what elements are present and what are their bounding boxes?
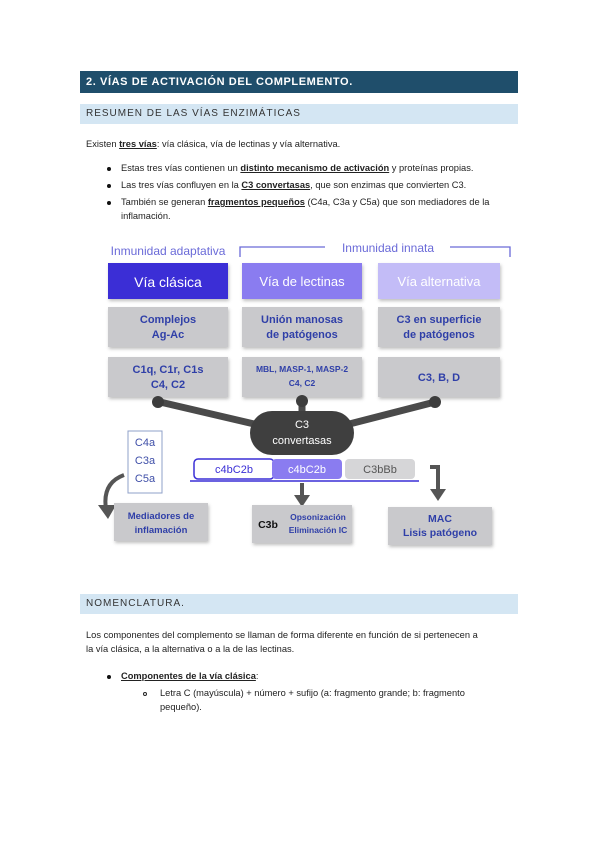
bullet-bold: C3 convertasas: [241, 180, 311, 190]
bullet-text: y proteínas propias.: [389, 163, 474, 173]
nomenclature-sub-bullet: Letra C (mayúscula) + número + sufijo (a…: [160, 686, 520, 714]
classic-trigger-box: [108, 307, 228, 347]
intro-post: : vía clásica, vía de lectinas y vía alt…: [156, 139, 341, 149]
mac-line1: MAC: [428, 513, 452, 525]
intro-bold: tres vías: [119, 139, 157, 149]
alternative-pathway-title: Vía alternativa: [397, 274, 481, 289]
paragraph-line: Los componentes del complemento se llama…: [86, 630, 478, 640]
paragraph-line: la vía clásica, a la alternativa o a la …: [86, 644, 295, 654]
alternative-trigger-line2: de patógenos: [403, 329, 475, 341]
c3b-box: [252, 505, 352, 543]
classic-proteins-box: [108, 357, 228, 397]
fragment-c4a: C4a: [135, 437, 156, 449]
adaptive-immunity-label: Inmunidad adaptativa: [111, 244, 226, 258]
lectin-trigger-line2: de patógenos: [266, 329, 338, 341]
lectin-pathway-title: Vía de lectinas: [259, 274, 345, 289]
sub-bullet-text: Letra C (mayúscula) + número + sufijo (a…: [160, 688, 465, 698]
convertase-lectin-label: c4bC2b: [288, 464, 326, 476]
mediators-line1: Mediadores de: [128, 511, 195, 522]
summary-bullet-2: Las tres vías confluyen en la C3 convert…: [121, 178, 466, 192]
nomenclature-heading: NOMENCLATURA.: [80, 594, 518, 614]
c3-convertases-node: [250, 411, 354, 455]
lectin-trigger-line1: Unión manosas: [261, 314, 343, 326]
innate-immunity-label: Inmunidad innata: [342, 241, 434, 255]
alternative-trigger-line1: C3 en superficie: [397, 314, 482, 326]
innate-bracket: [239, 246, 511, 257]
mediators-line2: inflamación: [135, 525, 188, 536]
classic-pathway-box: [108, 263, 228, 299]
classic-trigger-line2: Ag-Ac: [152, 329, 184, 341]
mediators-box: [114, 503, 208, 541]
bullet-dot: [107, 184, 111, 188]
bullet-bold: Componentes de la vía clásica: [121, 671, 256, 681]
alternative-trigger-box: [378, 307, 500, 347]
alternative-pathway-box: [378, 263, 500, 299]
c3-label-line2: convertasas: [272, 435, 332, 447]
section-title: 2. VÍAS DE ACTIVACIÓN DEL COMPLEMENTO.: [80, 71, 518, 93]
sub-bullet-circle: [143, 692, 147, 696]
convertase-alternative-label: C3bBb: [363, 464, 397, 476]
lectin-pathway-box: [242, 263, 362, 299]
bullet-text: (C4a, C3a y C5a) que son mediadores de l…: [304, 197, 490, 207]
bullet-text: Estas tres vías contienen un: [121, 163, 241, 173]
nomenclature-bullet: Componentes de la vía clásica:: [121, 669, 258, 683]
fragment-c5a: C5a: [135, 473, 156, 485]
bullet-text: Las tres vías confluyen en la: [121, 180, 242, 190]
sub-bullet-text: pequeño).: [160, 702, 202, 712]
intro-pre: Existen: [86, 139, 120, 149]
mac-box: [388, 507, 492, 545]
bullet-text: inflamación.: [121, 211, 171, 221]
alternative-proteins-line1: C3, B, D: [418, 372, 460, 384]
classic-proteins-line2: C4, C2: [151, 379, 185, 391]
summary-bullet-3: También se generan fragmentos pequeños (…: [121, 195, 516, 223]
classic-proteins-line1: C1q, C1r, C1s: [133, 364, 204, 376]
c3b-label: C3b: [258, 519, 278, 531]
lectin-proteins-box: [242, 357, 362, 397]
bullet-bold: distinto mecanismo de activación: [240, 163, 390, 173]
summary-bullet-1: Estas tres vías contienen un distinto me…: [121, 161, 473, 175]
mac-line2: Lisis patógeno: [403, 527, 477, 539]
intro-paragraph: Existen tres vías: vía clásica, vía de l…: [86, 137, 516, 151]
bullet-text: También se generan: [121, 197, 208, 207]
bullet-dot: [107, 675, 111, 679]
arrow-to-mediators: [103, 473, 125, 510]
bullet-dot: [107, 201, 111, 205]
lectin-trigger-box: [242, 307, 362, 347]
convertase-alternative: [345, 459, 415, 479]
arrow-to-mac: [430, 465, 440, 491]
small-fragments-box: [127, 430, 163, 494]
nomenclature-paragraph: Los componentes del complemento se llama…: [86, 628, 516, 656]
c3-label-line1: C3: [295, 419, 309, 431]
c3b-role1: Opsonización: [290, 512, 346, 522]
bullet-text: , que son enzimas que convierten C3.: [310, 180, 467, 190]
convertase-lectin: [272, 459, 342, 479]
lectin-proteins-line1: MBL, MASP-1, MASP-2: [256, 364, 348, 374]
bullet-dot: [107, 167, 111, 171]
bullet-bold: fragmentos pequeños: [207, 197, 305, 207]
classic-pathway-title: Vía clásica: [134, 274, 202, 290]
bullet-text: :: [255, 671, 259, 681]
convertase-classic-label: c4bC2b: [215, 464, 253, 476]
fragment-c3a: C3a: [135, 455, 156, 467]
alternative-proteins-box: [378, 357, 500, 397]
classic-trigger-line1: Complejos: [140, 314, 196, 326]
summary-heading: RESUMEN DE LAS VÍAS ENZIMÁTICAS: [80, 104, 518, 124]
complement-pathways-diagram: Inmunidad adaptativa Inmunidad innata Ví…: [98, 241, 511, 545]
c3b-role2: Eliminación IC: [289, 525, 348, 535]
lectin-proteins-line2: C4, C2: [289, 378, 316, 388]
